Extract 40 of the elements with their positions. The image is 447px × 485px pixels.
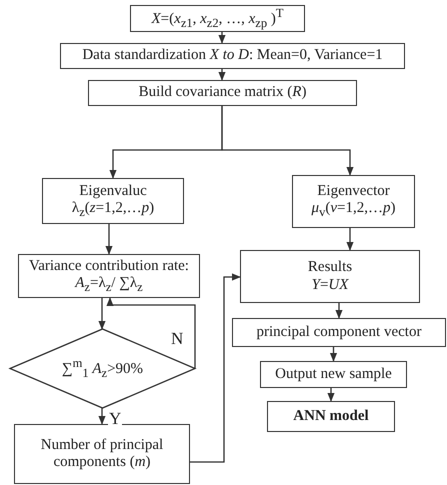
box-text: Data standardization X to D: Mean=0, Variance=1 [82,47,383,65]
box-text: Variance contribution rate: A$_{z}$=λ$_{z}$/ ∑λ$_{z}$ [28,258,190,294]
arrow [218,69,226,81]
box-text: λ$_{z}$(z=1,2,…p) [72,200,154,220]
box-text: ANN model [293,408,369,426]
box-text: Eigenvaluc [79,182,147,200]
edge-label: N [170,330,184,347]
process-box [130,5,305,32]
arrow [105,224,113,255]
arrow [346,228,354,251]
box-text: Output new sample [275,366,392,384]
arrow [98,408,106,425]
process-box [60,43,405,69]
box-text: X=(x$_{z1}$, x$_{z2}$, …, x$_{zp}$ )$^{T}$ [152,6,284,31]
arrow [335,303,343,319]
arrow [221,106,354,176]
process-box [88,80,357,106]
arrow [330,347,338,362]
box-text: Number of principal components (m) [40,436,164,472]
box-text: ∑$^{m}$$_{1}$ A$_{z}$>90% [62,356,144,381]
arrow [98,298,106,330]
box-text: Build covariance matrix (R) [138,84,306,102]
arrow [106,297,196,368]
arrow [190,273,241,463]
process-box [42,178,184,224]
edge-label: Y [108,410,122,427]
process-box [18,254,200,298]
process-box [14,424,190,484]
process-box [267,401,395,432]
process-box [292,175,415,228]
process-box [240,250,420,303]
process-box [260,361,407,388]
box-text: μ$_{v}$(v=1,2,…p) [312,200,396,220]
box-text: Eigenvector [317,183,390,200]
box-text: Results [308,259,352,276]
arrow [218,32,226,44]
box-text: principal component vector [256,324,422,342]
box-text: Y=UX [312,276,348,294]
arrow [327,388,335,402]
process-box [232,318,446,347]
